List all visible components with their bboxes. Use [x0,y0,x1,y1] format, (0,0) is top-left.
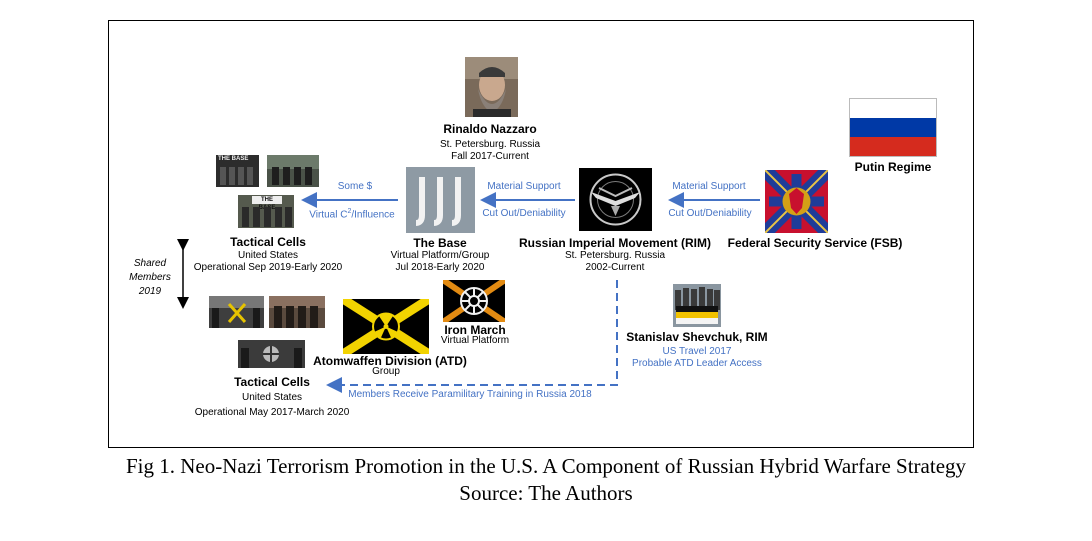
russian-flag [849,98,937,157]
cells-top-photo-2 [267,155,319,187]
nazzaro-name: Rinaldo Nazzaro [443,122,537,136]
fsb-label: Federal Security Service (FSB) [727,236,903,250]
fsb-emblem [765,170,828,233]
c2-suffix: /Influence [351,209,395,221]
cells-top-name: Tactical Cells [230,235,306,249]
rim-base-label-top: Material Support [487,181,561,192]
base-name: The Base [413,236,467,250]
nazzaro-dates: Fall 2017-Current [451,151,529,162]
cells-top-photo-1: THE BASE [216,155,259,187]
figure-caption-source: Source: The Authors [459,481,633,505]
shevchuk-name: Stanislav Shevchuk, RIM [626,330,768,344]
cells-top-dates: Operational Sep 2019-Early 2020 [193,262,343,273]
shevchuk-line2: Probable ATD Leader Access [632,358,762,369]
base-type: Virtual Platform/Group [390,250,490,261]
base-cells-label-bottom: Virtual C2/Influence [302,208,402,221]
nazzaro-location: St. Petersburg. Russia [439,139,541,150]
base-cells-label-top: Some $ [337,181,373,192]
rim-logo [579,168,652,231]
cells-bottom-photo-1 [209,296,264,328]
shared-members-line1: Shared [133,258,167,269]
training-label: Members Receive Paramilitary Training in… [348,389,592,400]
nazzaro-photo [465,57,518,117]
cells-banner-text: THE BASE [218,156,249,162]
cells-bottom-photo-2 [269,296,325,328]
iron-march-name: Iron March [444,323,506,337]
atd-name: Atomwaffen Division (ATD) [313,354,467,368]
iron-march-type: Virtual Platform [440,335,510,346]
c2-superscript: 2 [347,208,352,215]
shared-members-line2: Members [129,272,171,283]
atomwaffen-flag [343,299,429,354]
cells-bottom-name: Tactical Cells [234,375,310,389]
rim-base-label-bottom: Cut Out/Deniability [482,208,566,219]
cells-top-location: United States [237,250,299,261]
the-base-logo [406,167,475,233]
c2-prefix: Virtual C [309,209,348,221]
cells-bottom-photo-3 [238,340,305,368]
cells-top-photo-3: THE BASE [238,195,294,228]
cells-bottom-location: United States [241,392,303,403]
rim-name: Russian Imperial Movement (RIM) [518,236,712,250]
iron-march-logo [443,280,505,322]
figure-caption-line1: Fig 1. Neo-Nazi Terrorism Promotion in t… [125,454,967,478]
putin-label: Putin Regime [854,160,932,174]
shared-members-line3: 2019 [138,286,162,297]
shevchuk-photo [673,284,721,327]
cells-bottom-dates: Operational May 2017-March 2020 [194,407,350,418]
diagram-frame [108,20,974,448]
fsb-rim-label-top: Material Support [672,181,746,192]
fsb-rim-label-bottom: Cut Out/Deniability [668,208,752,219]
shevchuk-line1: US Travel 2017 [662,346,732,357]
atd-type: Group [372,366,400,377]
rim-location: St. Petersburg. Russia [564,250,666,261]
rim-to-cells-dashed-arrow [326,280,618,393]
rim-dates: 2002-Current [585,262,645,273]
base-dates: Jul 2018-Early 2020 [395,262,485,273]
